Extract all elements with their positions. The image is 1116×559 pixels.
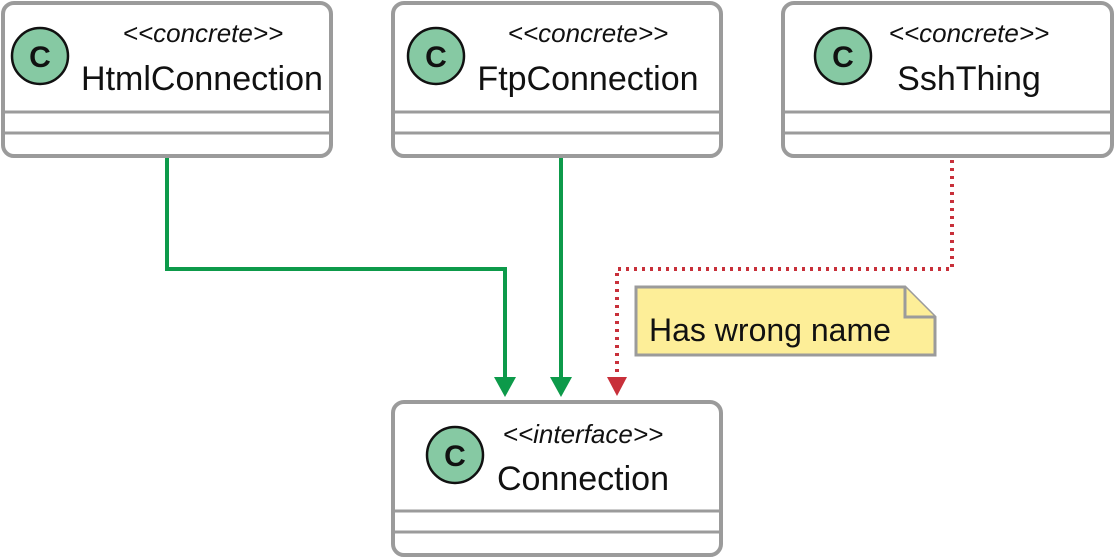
class-icon-letter: C [444, 440, 466, 473]
stereotype-label: <<concrete>> [889, 18, 1049, 48]
class-icon-letter: C [425, 41, 447, 74]
arrowhead-sshthing [607, 377, 627, 396]
class-ftpconnection[interactable]: C <<concrete>> FtpConnection [391, 1, 723, 158]
stereotype-label: <<concrete>> [508, 18, 668, 48]
class-icon-letter: C [29, 41, 51, 74]
class-icon: C [813, 26, 873, 86]
class-sshthing[interactable]: C <<concrete>> SshThing [781, 1, 1114, 158]
class-htmlconnection[interactable]: C <<concrete>> HtmlConnection [1, 1, 333, 158]
class-icon: C [425, 425, 485, 485]
note-text: Has wrong name [649, 312, 891, 348]
arrowhead-htmlconnection [494, 377, 516, 397]
class-name: HtmlConnection [81, 60, 323, 98]
class-icon: C [406, 26, 466, 86]
class-icon-letter: C [832, 41, 854, 74]
class-connection-interface[interactable]: C <<interface>> Connection [391, 400, 723, 557]
note-has-wrong-name[interactable]: Has wrong name [634, 285, 937, 357]
edge-sshthing-to-connection [607, 160, 954, 396]
class-icon: C [10, 26, 70, 86]
class-name: FtpConnection [477, 60, 698, 98]
edge-ftpconnection-to-connection [550, 158, 572, 397]
stereotype-label: <<concrete>> [123, 18, 283, 48]
arrowhead-ftpconnection [550, 377, 572, 397]
class-name: SshThing [897, 60, 1041, 98]
stereotype-label: <<interface>> [503, 419, 663, 449]
edge-htmlconnection-to-connection [165, 158, 516, 397]
class-name: Connection [497, 460, 669, 498]
